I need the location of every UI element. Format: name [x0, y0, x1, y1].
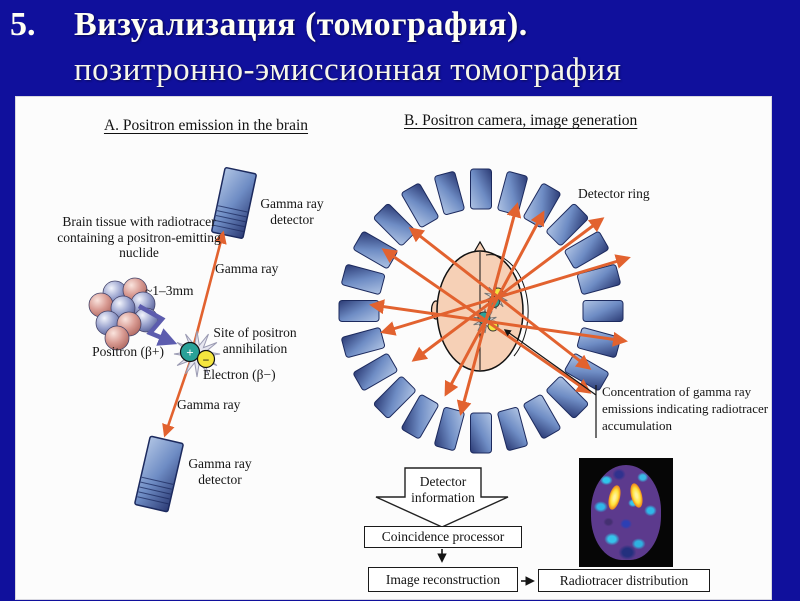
positron-plus-symbol: + — [186, 345, 193, 360]
coincidence-processor-box: Coincidence processor — [364, 526, 522, 548]
detector-block — [434, 171, 465, 216]
radionuclide-cluster — [88, 277, 159, 351]
annihilation-site-label: Site of positron annihilation — [213, 325, 297, 356]
detector-ring-label: Detector ring — [578, 186, 650, 201]
positron-label: Positron (β+) — [92, 344, 164, 359]
gamma-detector-top-label: Gamma ray detector — [260, 196, 324, 227]
electron-label: Electron (β−) — [203, 367, 276, 382]
positron-electron-pair-brain: + − — [179, 341, 216, 369]
detector-block — [341, 327, 386, 358]
detector-block — [401, 394, 439, 439]
detector-block — [576, 264, 621, 295]
flow-chart-graphics — [375, 467, 535, 586]
pet-scan-image — [579, 458, 673, 567]
gamma-ray-bottom-label: Gamma ray — [177, 397, 241, 412]
electron-minus-symbol: − — [203, 353, 210, 367]
detector-block — [470, 168, 492, 210]
panel-a-heading: A. Positron emission in the brain — [103, 117, 309, 134]
detector-block — [497, 406, 528, 451]
panel-b-heading: B. Positron camera, image generation — [404, 112, 638, 129]
positron-path-arrow — [137, 304, 178, 346]
detector-block — [582, 300, 624, 322]
pet-diagram-graphics: + − — [88, 167, 631, 586]
pet-brain-slice — [591, 465, 661, 560]
figure-panel: + − A. Positron emission in the brain B.… — [15, 96, 772, 600]
concentration-leader-line — [503, 329, 597, 438]
brain-tissue-label: Brain tissue with radiotracer containing… — [57, 214, 221, 261]
slide-number: 5. — [10, 6, 36, 43]
gamma-detector-bottom-label: Gamma ray detector — [188, 456, 252, 487]
radiotracer-distribution-box: Radiotracer distribution — [538, 569, 710, 592]
gamma-ray-top-label: Gamma ray — [215, 261, 279, 276]
range-label: ~1–3mm — [145, 283, 194, 298]
gamma-detector-bottom — [134, 435, 184, 513]
image-reconstruction-box: Image reconstruction — [368, 567, 518, 592]
gamma-detector-top — [211, 167, 257, 239]
detector-block — [576, 327, 621, 358]
concentration-label: Concentration of gamma ray emissions ind… — [602, 384, 769, 433]
head-cross-section — [430, 240, 529, 372]
detector-block — [434, 406, 465, 451]
detector-block — [341, 264, 386, 295]
slide-title-line2: позитронно-эмиссионная томография — [74, 52, 622, 88]
detector-block — [470, 412, 492, 454]
gamma-ray-arrows-ring — [369, 202, 631, 416]
slide-title-line1: Визуализация (томография). — [74, 6, 528, 43]
detector-block — [523, 394, 561, 439]
detector-block — [497, 171, 528, 216]
detector-information-label: Detector information — [411, 474, 475, 505]
